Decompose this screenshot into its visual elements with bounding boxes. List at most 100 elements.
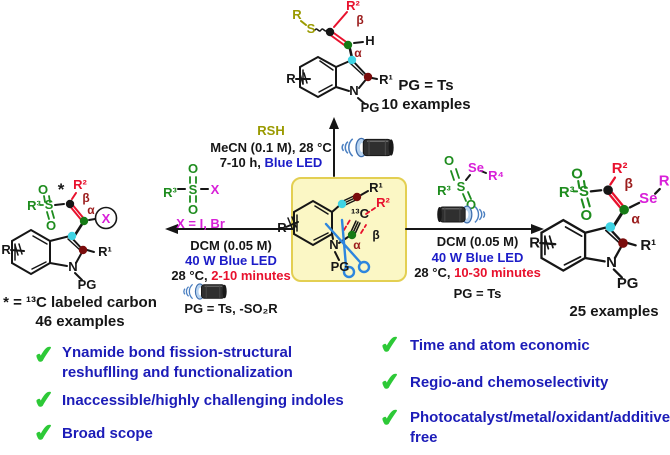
alpha-label: α (353, 238, 361, 252)
alpha-label: α (87, 203, 95, 217)
halide-options: X = I, Br (176, 216, 225, 231)
r1-label: R¹ (640, 237, 656, 254)
r-ring-label: R (286, 71, 296, 86)
left-product-atom-dots (65, 199, 89, 255)
r1-label: R¹ (98, 244, 112, 259)
alpha-label: α (631, 212, 640, 227)
check-icon: ✔ (378, 404, 402, 433)
right-time: 10-30 minutes (454, 265, 541, 280)
sulfur-label: S (457, 179, 466, 194)
o-bottom-label: O (466, 197, 476, 212)
top-time: 7-10 h, (219, 155, 265, 170)
substrate-atom-dots (337, 192, 362, 240)
top-led: Blue LED (264, 155, 323, 170)
reagent-bonds (177, 176, 209, 203)
sulfur-label: S (45, 197, 54, 212)
r2-label: R² (376, 195, 390, 210)
top-examples: 10 examples (381, 96, 471, 113)
left-conditions: DCM (0.05 M) 40 W Blue LED 28 °C, 2-10 m… (156, 238, 306, 283)
se-label: Se (468, 160, 484, 175)
r3-label: R³ (27, 198, 41, 213)
flashlight-icon (341, 135, 399, 160)
isotope-note: * = ¹³C labeled carbon (3, 294, 157, 311)
r2-label: R² (346, 0, 360, 13)
substrate-highlight-box (291, 177, 407, 282)
h-label: H (365, 33, 374, 48)
top-product-structure: R S R² β H α R R¹ N PG (286, 0, 393, 115)
left-solvent: DCM (0.05 M) (190, 238, 272, 253)
beta-label: β (82, 191, 89, 205)
right-pg-note: PG = Ts (453, 286, 502, 301)
sulfur-label: S (579, 183, 589, 200)
n-label: N (349, 83, 358, 98)
feature-left-1: Ynamide bond fission-structural reshufll… (62, 344, 293, 381)
x-label: X (211, 182, 220, 197)
r-ring-label: R (529, 235, 540, 252)
right-product-note: 25 examples (558, 302, 670, 321)
r-thio-label: R (292, 7, 302, 22)
sulfonyl-halide-reagent: R³ S X O O (163, 161, 220, 217)
top-conditions: RSH MeCN (0.1 M), 28 °C 7-10 h, Blue LED (196, 123, 346, 170)
r1-label: R¹ (369, 180, 383, 195)
right-conditions: DCM (0.05 M) 40 W Blue LED 28 °C, 10-30 … (405, 234, 550, 301)
right-led: 40 W Blue LED (431, 250, 524, 265)
o-top-label: O (571, 166, 583, 183)
o-bottom-label: O (580, 207, 592, 224)
asterisk-label: * (58, 180, 65, 199)
beta-label: β (356, 13, 363, 27)
n-label: N (606, 254, 617, 271)
check-icon: ✔ (378, 368, 402, 397)
right-temp-time: 28 °C, 10-30 minutes (405, 265, 550, 280)
feature-left-2: Inaccessible/highly challenging indoles (62, 392, 344, 409)
left-time: 2-10 minutes (211, 268, 291, 283)
r-ring-label: R (1, 242, 11, 257)
check-icon: ✔ (378, 331, 402, 360)
top-pg-note: PG = Ts (398, 77, 454, 94)
right-product-structure: O R² R³ S β O α Se R⁴ R R¹ N PG (529, 160, 670, 292)
top-product-atom-dots (325, 27, 373, 82)
beta-label: β (625, 176, 633, 191)
alpha-label: α (354, 46, 362, 60)
n-label: N (68, 259, 77, 274)
feature-left-3: Broad scope (62, 425, 153, 442)
squiggle-bond (314, 28, 328, 32)
right-examples: 25 examples (569, 303, 659, 320)
left-product-structure: O * R² R³ S β O α X R R¹ N PG (1, 177, 118, 292)
r3-label: R³ (437, 183, 451, 198)
left-product-bonds (10, 192, 118, 281)
pg-label: PG (78, 277, 97, 292)
reagent-bonds (450, 168, 487, 202)
beta-label: β (372, 228, 379, 242)
r-ring-label: R (277, 220, 287, 235)
forming-bond-dashed (365, 207, 376, 215)
o-top-label: O (188, 161, 198, 176)
check-icon: ✔ (32, 419, 56, 448)
right-temp: 28 °C, (414, 265, 455, 280)
pg-label: PG (361, 100, 380, 115)
x-label: X (102, 211, 111, 226)
r2-label: R² (612, 160, 628, 177)
left-examples: 46 examples (35, 313, 125, 330)
check-icon: ✔ (32, 341, 56, 370)
flashlight-icon (183, 281, 231, 302)
r4-label: R⁴ (659, 173, 670, 190)
n-label: N (329, 237, 338, 252)
feature-right-1: Time and atom economic (410, 337, 590, 354)
substrate-bonds (285, 190, 376, 261)
left-pg-note: PG = Ts, -SO₂R (184, 301, 278, 316)
feature-right-3: Photocatalyst/metal/oxidant/additive fre… (410, 409, 670, 446)
selenosulfonate-reagent: R³ S O O Se R⁴ (437, 153, 504, 212)
pg-label: PG (331, 259, 350, 274)
o-bottom-label: O (46, 218, 56, 233)
left-led: 40 W Blue LED (185, 253, 277, 268)
right-product-atom-dots (603, 185, 629, 248)
substrate-structure: R R¹ ¹³C R² α β N PG (277, 180, 391, 279)
flashlight-icon (432, 203, 486, 226)
top-time-led: 7-10 h, Blue LED (196, 155, 346, 170)
top-product-note: PG = Ts 10 examples (378, 76, 474, 114)
top-solvent: MeCN (0.1 M), 28 °C (210, 140, 332, 155)
r3-label: R³ (559, 184, 575, 201)
se-label: Se (639, 190, 657, 207)
check-icon: ✔ (32, 386, 56, 415)
